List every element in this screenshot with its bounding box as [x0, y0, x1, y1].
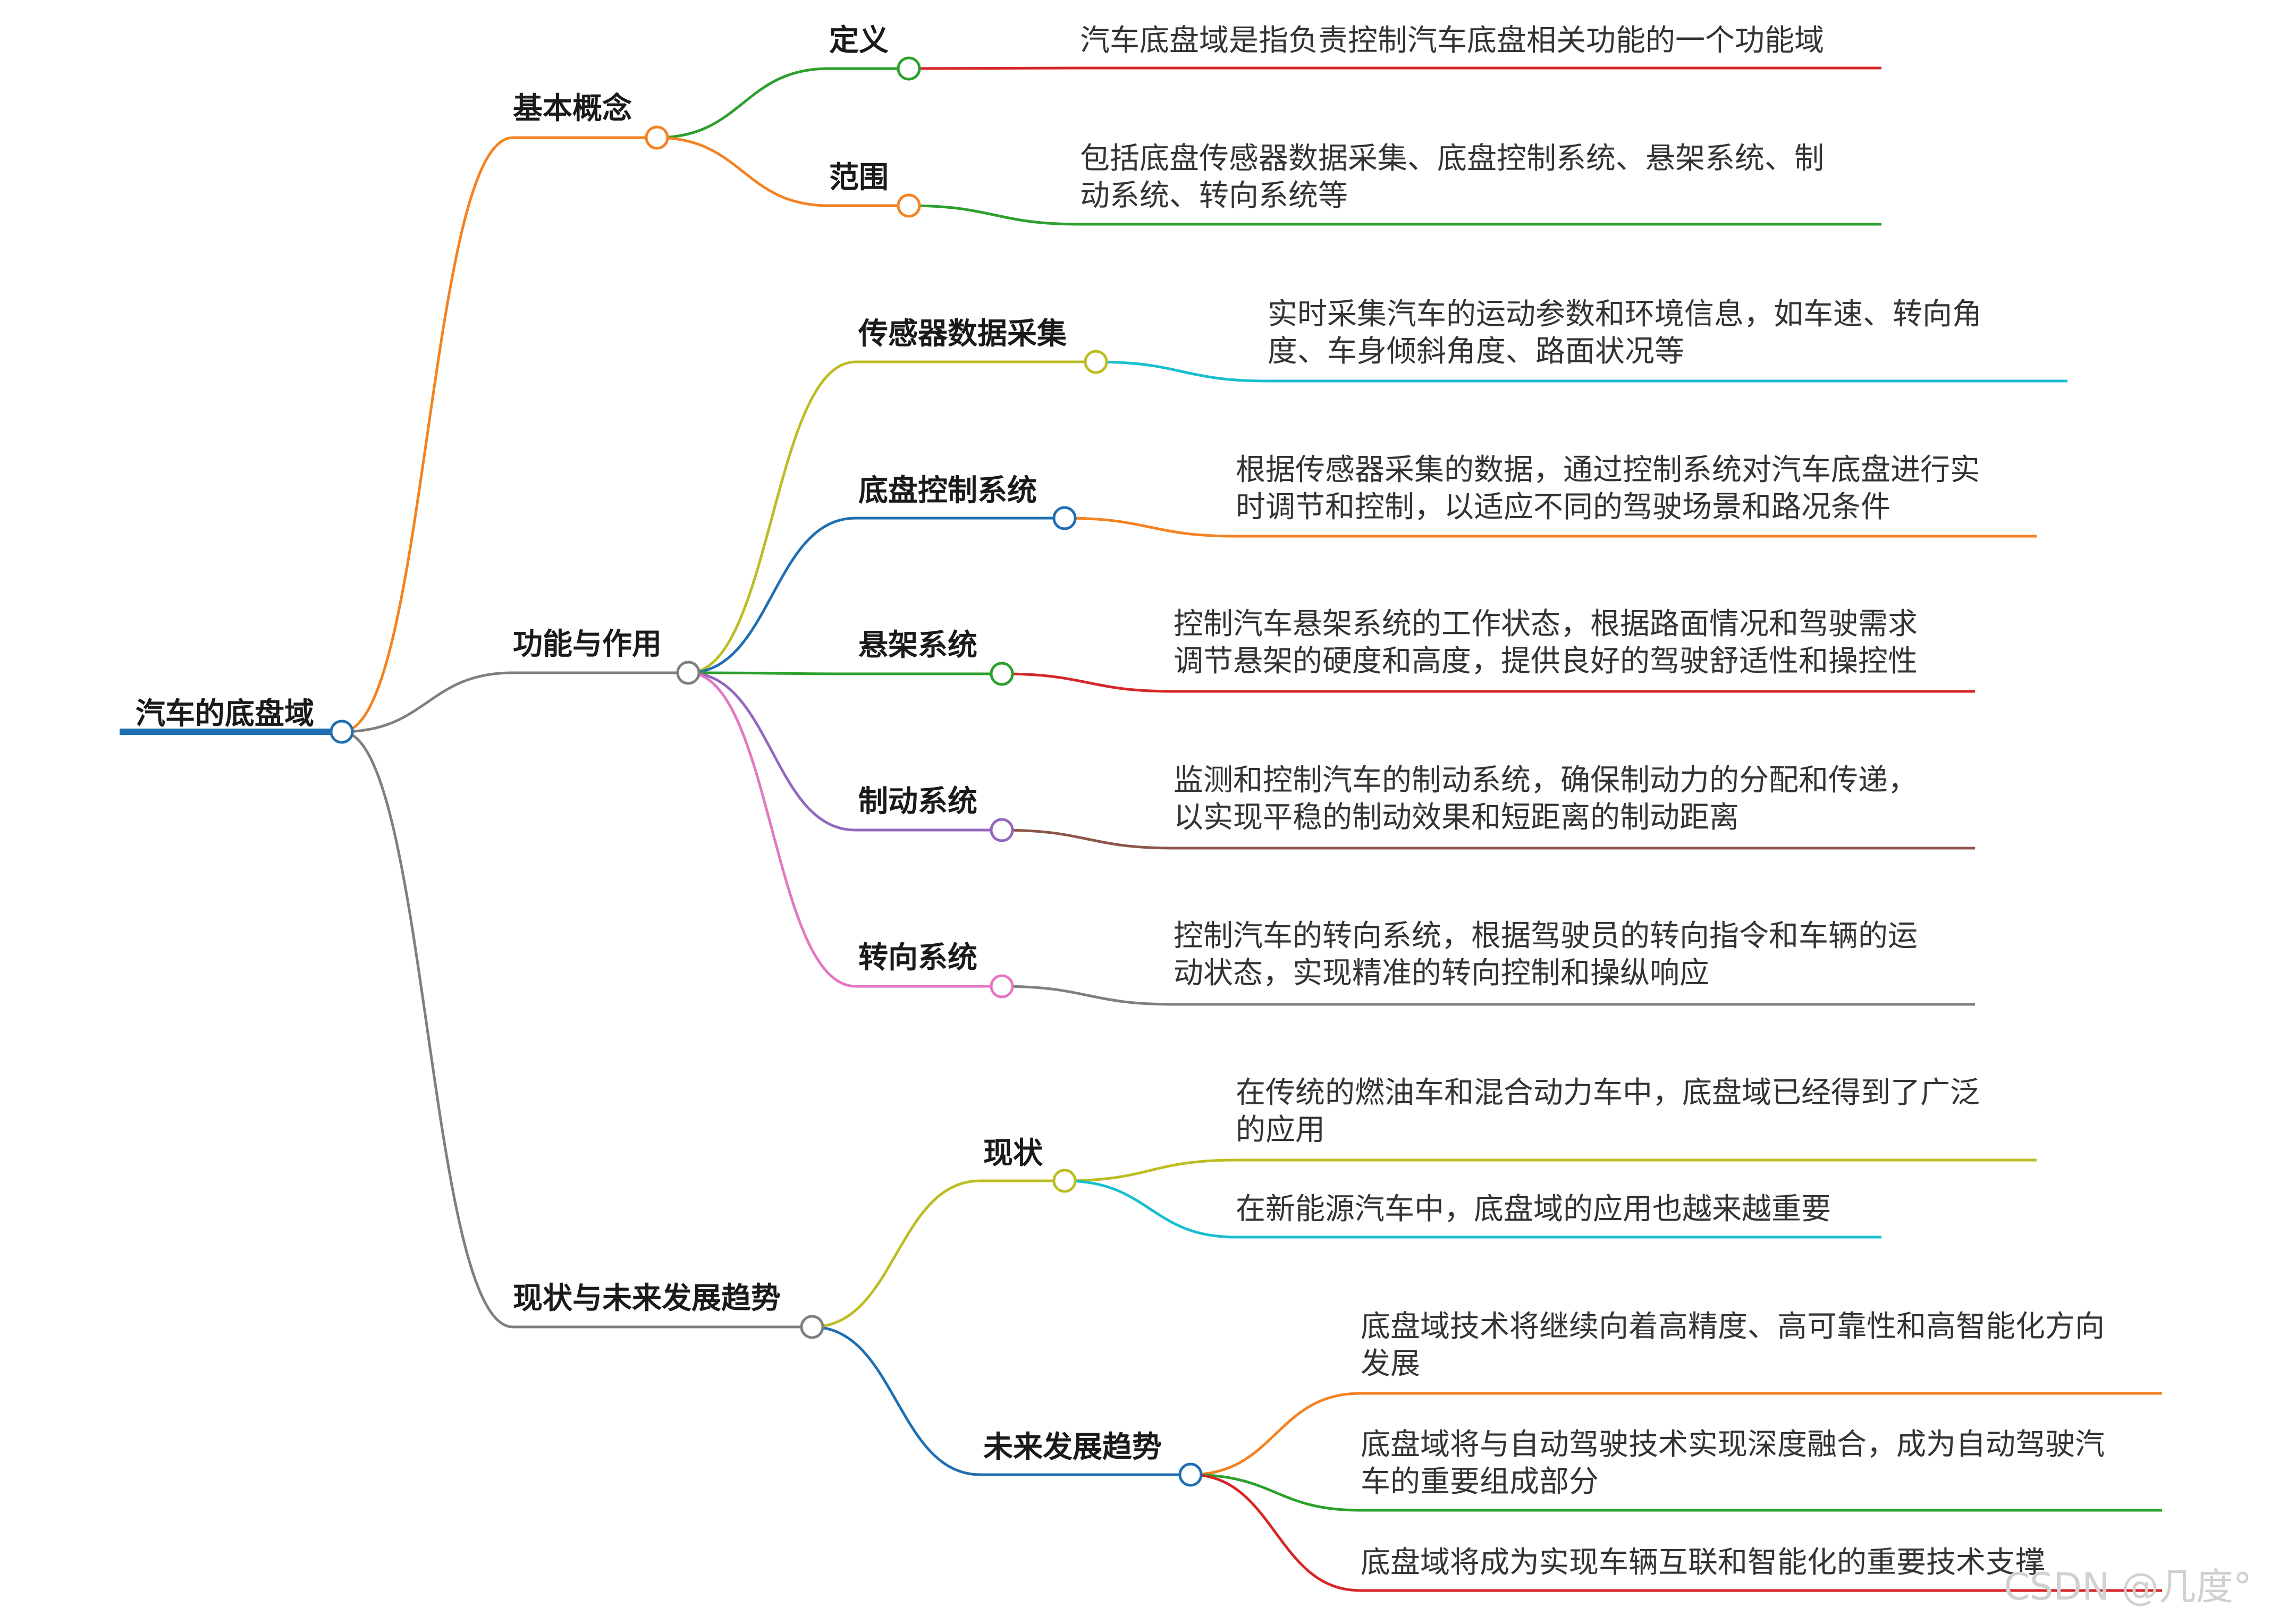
branch-connector — [341, 136, 513, 733]
leaf-text-line: 在新能源汽车中，底盘域的应用也越来越重要 — [1236, 1192, 1831, 1227]
subtopic-node-circle[interactable] — [990, 818, 1014, 842]
subtopic-node-circle[interactable] — [1052, 506, 1077, 530]
leaf-connector — [1001, 985, 1174, 1006]
root-title: 汽车的底盘域 — [136, 697, 314, 731]
leaf-connector — [1190, 1473, 1361, 1512]
subtopic-connector — [688, 671, 856, 675]
leaf-text-line: 车的重要组成部分 — [1361, 1465, 1599, 1499]
leaf-text-line: 的应用 — [1236, 1113, 1325, 1147]
leaf-text-line: 调节悬架的硬度和高度，提供良好的驾驶舒适性和操控性 — [1174, 644, 1918, 679]
subtopic-node-circle[interactable] — [1084, 350, 1108, 374]
subtopic-label: 制动系统 — [858, 784, 977, 819]
leaf-connector — [1064, 1158, 1236, 1182]
leaf-text-line: 动状态，实现精准的转向控制和操纵响应 — [1174, 956, 1709, 991]
leaf-connector — [1095, 360, 1268, 383]
leaf-text-line: 控制汽车悬架系统的工作状态，根据路面情况和驾驶需求 — [1174, 607, 1918, 641]
subtopic-node-circle[interactable] — [897, 193, 921, 218]
subtopic-label: 转向系统 — [858, 941, 977, 975]
subtopic-label: 传感器数据采集 — [858, 317, 1067, 351]
branch-node-circle[interactable] — [645, 125, 669, 150]
leaf-text-line: 汽车底盘域是指负责控制汽车底盘相关功能的一个功能域 — [1080, 23, 1824, 58]
subtopic-connector — [688, 671, 856, 988]
leaf-text-line: 根据传感器采集的数据，通过控制系统对汽车底盘进行实 — [1236, 453, 1980, 487]
leaf-connector — [1190, 1473, 1361, 1592]
branch-node-circle[interactable] — [800, 1315, 824, 1339]
branch-connector — [341, 730, 513, 1329]
subtopic-connector — [812, 1179, 981, 1329]
leaf-text-line: 控制汽车的转向系统，根据驾驶员的转向指令和车辆的运 — [1174, 919, 1918, 953]
leaf-text-line: 动系统、转向系统等 — [1080, 179, 1348, 213]
subtopic-connector — [688, 360, 856, 674]
leaf-connector — [908, 204, 1081, 226]
leaf-connector — [1064, 1179, 1236, 1239]
leaf-text-line: 底盘域技术将继续向着高精度、高可靠性和高智能化方向 — [1361, 1309, 2105, 1344]
leaf-connector — [1064, 517, 1236, 538]
subtopic-node-circle[interactable] — [990, 974, 1014, 999]
root-node-circle[interactable] — [330, 720, 354, 744]
leaf-text-line: 包括底盘传感器数据采集、底盘控制系统、悬架系统、制 — [1080, 141, 1824, 176]
watermark-text: CSDN @几度° — [2004, 1565, 2252, 1609]
leaf-connector — [908, 66, 1081, 70]
subtopic-label: 未来发展趋势 — [983, 1430, 1162, 1465]
subtopic-connector — [688, 517, 856, 674]
leaf-text-line: 时调节和控制，以适应不同的驾驶场景和路况条件 — [1236, 490, 1890, 525]
subtopic-label: 范围 — [829, 160, 889, 195]
leaf-text-line: 监测和控制汽车的制动系统，确保制动力的分配和传递， — [1174, 763, 1918, 798]
subtopic-node-circle[interactable] — [990, 662, 1014, 686]
branch-label: 现状与未来发展趋势 — [513, 1281, 781, 1316]
leaf-text-line: 底盘域将成为实现车辆互联和智能化的重要技术支撑 — [1361, 1545, 2045, 1580]
branch-label: 功能与作用 — [513, 627, 662, 662]
leaf-connector — [1190, 1392, 1361, 1476]
leaf-text-line: 底盘域将与自动驾驶技术实现深度融合，成为自动驾驶汽 — [1361, 1427, 2105, 1462]
branch-label: 基本概念 — [513, 91, 632, 126]
subtopic-label: 底盘控制系统 — [858, 473, 1037, 508]
subtopic-label: 现状 — [983, 1136, 1043, 1171]
branch-node-circle[interactable] — [676, 661, 700, 685]
subtopic-connector — [812, 1325, 981, 1476]
leaf-text-line: 度、车身倾斜角度、路面状况等 — [1268, 334, 1684, 369]
subtopic-node-circle[interactable] — [897, 56, 921, 81]
subtopic-label: 悬架系统 — [858, 628, 977, 663]
subtopic-node-circle[interactable] — [1052, 1169, 1077, 1193]
leaf-connector — [1001, 672, 1174, 693]
subtopic-label: 定义 — [829, 23, 889, 58]
subtopic-connector — [656, 67, 830, 139]
subtopic-connector — [656, 136, 830, 207]
leaf-text-line: 发展 — [1361, 1347, 1420, 1381]
leaf-connector — [1001, 828, 1174, 850]
leaf-text-line: 实时采集汽车的运动参数和环境信息，如车速、转向角 — [1268, 297, 1982, 332]
leaf-text-line: 以实现平稳的制动效果和短距离的制动距离 — [1174, 800, 1739, 835]
subtopic-connector — [688, 671, 856, 832]
leaf-text-line: 在传统的燃油车和混合动力车中，底盘域已经得到了广泛 — [1236, 1076, 1980, 1110]
subtopic-node-circle[interactable] — [1178, 1462, 1203, 1487]
branch-connector — [341, 671, 513, 733]
